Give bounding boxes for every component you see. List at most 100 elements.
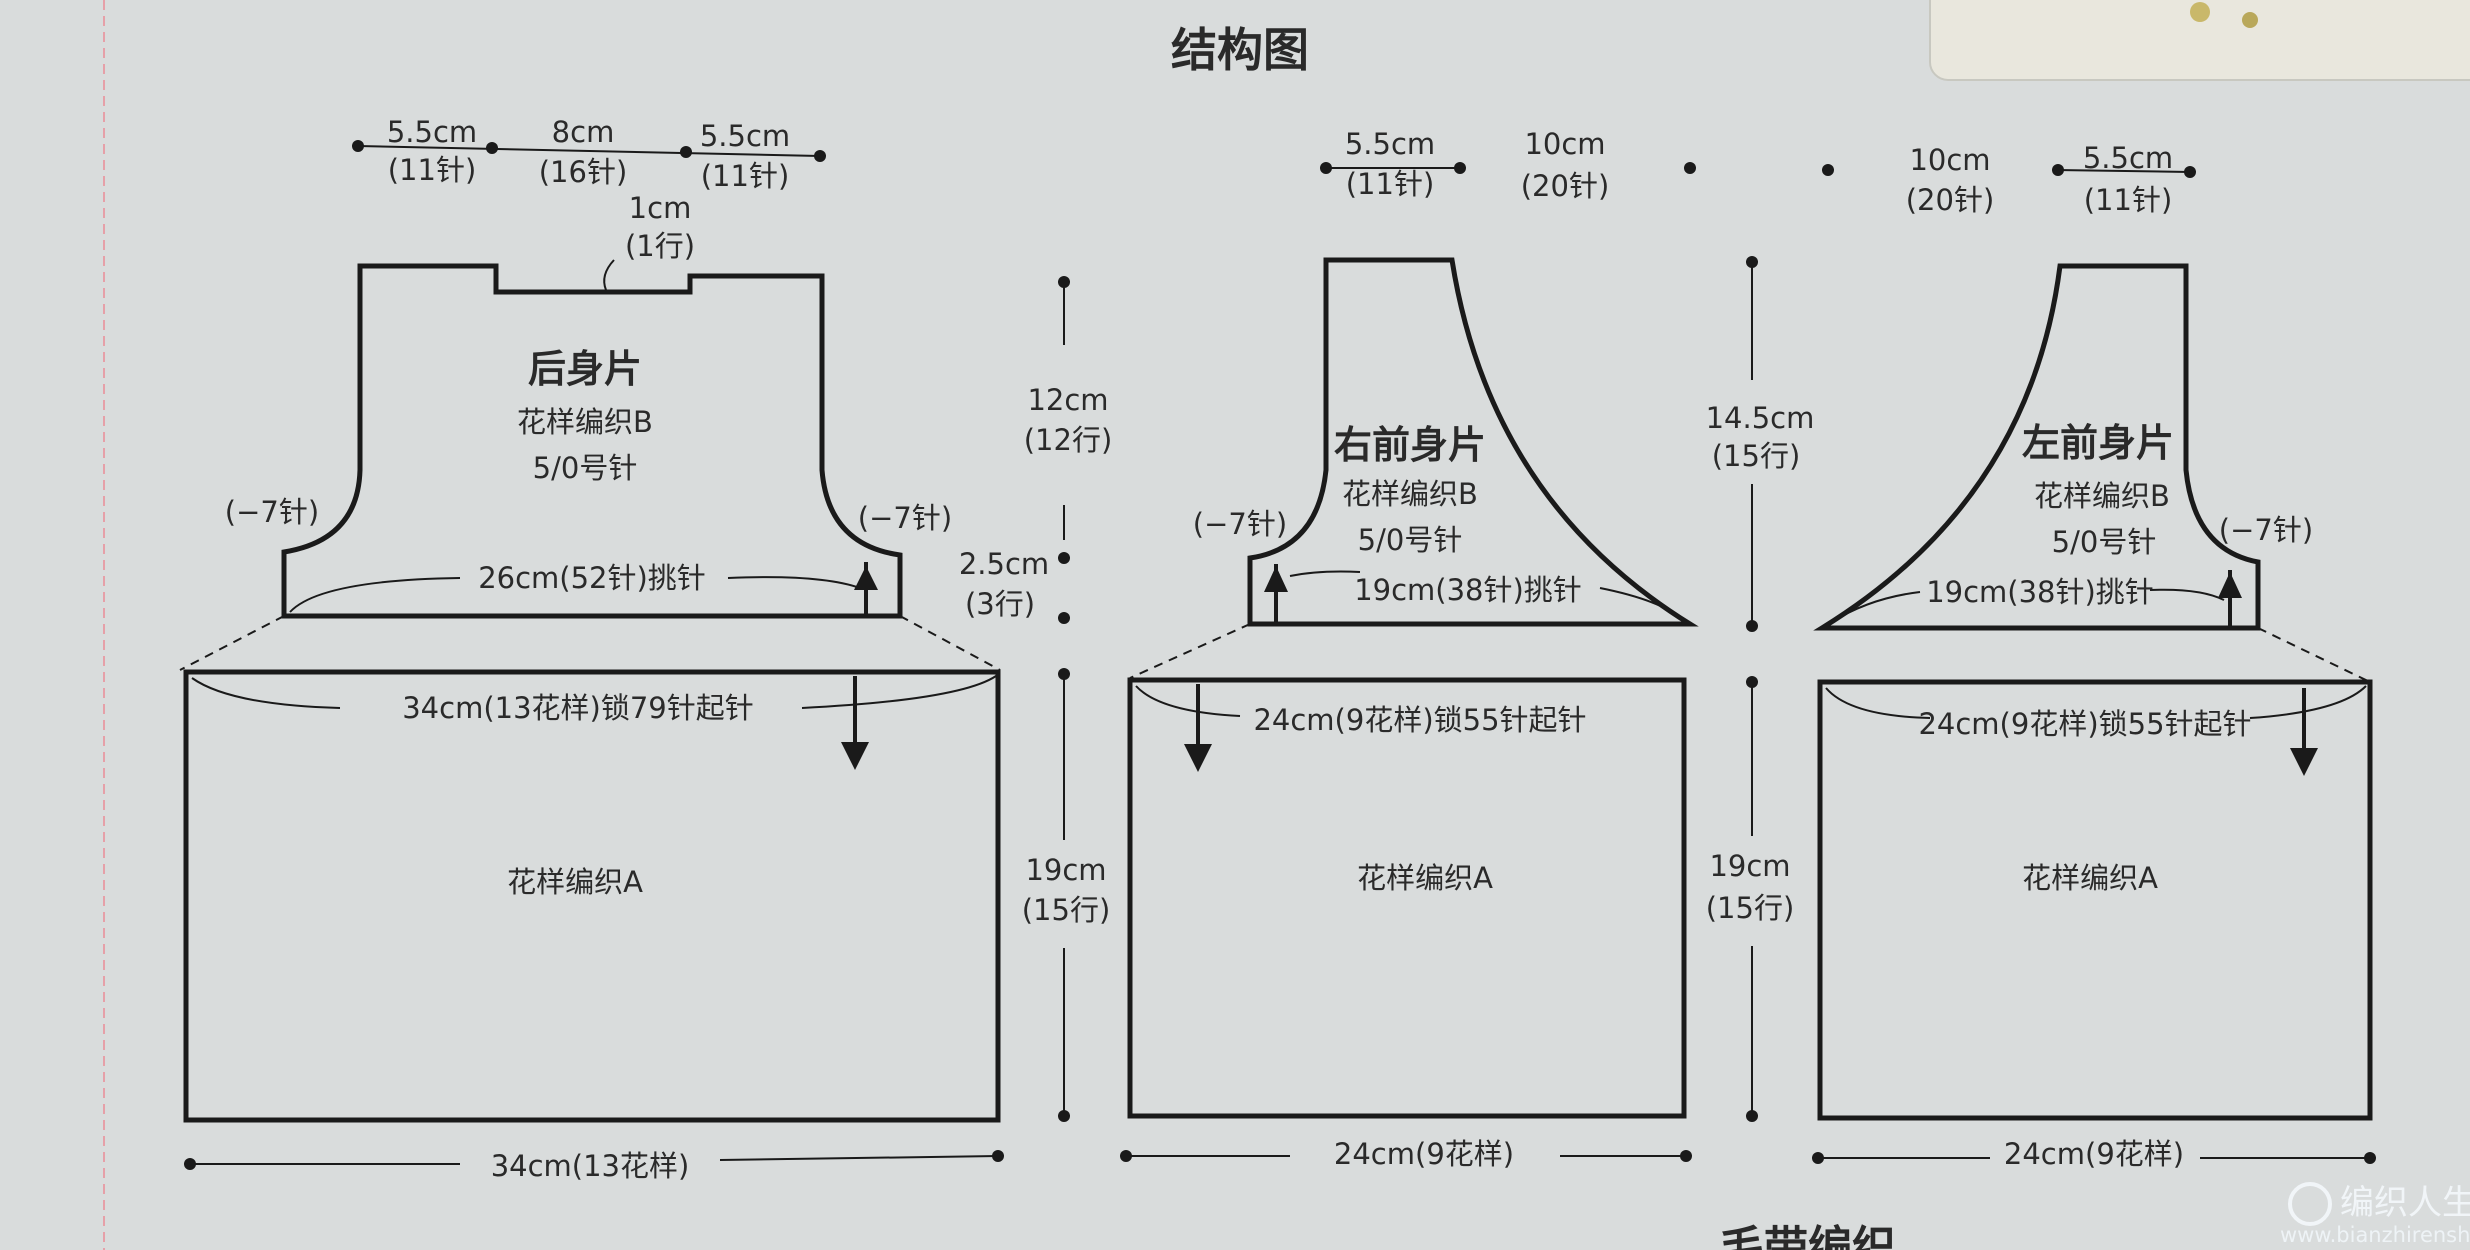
dim-label: 12cm	[1027, 383, 1108, 417]
pickup-label: 26cm(52针)挑针	[478, 561, 706, 595]
dim-dot	[352, 140, 364, 152]
right-front-yoke-outline	[1247, 257, 1699, 627]
piece-name: 后身片	[528, 347, 642, 391]
pattern-label: 花样编织B	[2034, 479, 2170, 513]
back-piece: 5.5cm (11针) 8cm (16针) 5.5cm (11针) 1cm (1…	[179, 115, 1004, 1183]
dim-label: (12行)	[1024, 423, 1113, 457]
start-curve	[1825, 687, 1931, 719]
watermark-text: 编织人生	[2340, 1183, 2470, 1223]
dashed-connector	[179, 615, 285, 671]
down-arrow-icon	[841, 742, 869, 770]
dim-line	[357, 145, 821, 157]
back-body-outline	[183, 669, 1001, 1123]
pickup-curve	[727, 576, 861, 589]
photo-detail	[2242, 12, 2258, 28]
dim-dot	[1746, 620, 1758, 632]
dim-dot	[1058, 612, 1070, 624]
needle-label: 5/0号针	[1358, 523, 1463, 557]
piece-name: 右前身片	[1334, 423, 1486, 467]
dim-label: 5.5cm	[387, 115, 477, 149]
site-watermark: 编织人生 www.bianzhirensheng.com	[2280, 1182, 2470, 1247]
dim-label: (3行)	[965, 587, 1035, 621]
dim-label: 2.5cm	[959, 547, 1049, 581]
dim-dot	[1746, 676, 1758, 688]
dim-dot	[680, 146, 692, 158]
dim-dot	[992, 1150, 1004, 1162]
up-arrow-icon	[854, 566, 878, 590]
pickup-curve	[1831, 591, 1921, 623]
dim-dot	[184, 1158, 196, 1170]
pickup-label: 19cm(38针)挑针	[1926, 575, 2154, 609]
pickup-curve	[1289, 570, 1361, 577]
start-label: 24cm(9花样)锁55针起针	[1918, 707, 2251, 741]
dim-dot	[2052, 164, 2064, 176]
start-curve	[2249, 685, 2367, 719]
left-front-yoke-outline	[1813, 263, 2261, 631]
decrease-label: (−7针)	[2219, 513, 2313, 547]
dim-label: 5.5cm	[700, 119, 790, 153]
dim-dot	[1454, 162, 1466, 174]
up-arrow-icon	[1264, 566, 1288, 592]
photo-detail	[2190, 2, 2210, 22]
dim-label: (11针)	[1346, 167, 1435, 201]
bottom-width-label: 34cm(13花样)	[491, 1149, 690, 1183]
right-height-dims: 14.5cm (15行) 19cm (15行)	[1706, 256, 1815, 1122]
neck-pointer	[603, 259, 615, 291]
pattern-a-label: 花样编织A	[507, 865, 643, 899]
dim-dot	[1746, 1110, 1758, 1122]
dim-label: 14.5cm	[1706, 401, 1815, 435]
back-yoke-outline	[281, 263, 903, 619]
dim-label: (20针)	[1521, 169, 1610, 203]
dim-label: 5.5cm	[1345, 127, 1435, 161]
pattern-label: 花样编织B	[517, 405, 653, 439]
dim-label: (15行)	[1022, 893, 1111, 927]
pickup-curve	[289, 577, 461, 613]
dim-label: 10cm	[1909, 143, 1990, 177]
dim-dot	[1320, 162, 1332, 174]
dim-dot	[486, 142, 498, 154]
watermark-logo-icon	[2288, 1182, 2332, 1226]
next-section-heading: 毛带编织	[1720, 1222, 1896, 1250]
pattern-label: 花样编织B	[1342, 477, 1478, 511]
dim-label: (11针)	[701, 159, 790, 193]
start-curve	[801, 675, 997, 709]
dim-dot	[1058, 276, 1070, 288]
dim-label: 19cm	[1025, 853, 1106, 887]
dim-dot	[1822, 164, 1834, 176]
middle-height-dims: 12cm (12行) 2.5cm (3行) 19cm (15行)	[959, 276, 1112, 1122]
dim-dot	[1058, 668, 1070, 680]
page-title: 结构图	[1171, 23, 1309, 77]
needle-label: 5/0号针	[2052, 525, 2157, 559]
dim-label: 10cm	[1524, 127, 1605, 161]
dim-dot	[1684, 162, 1696, 174]
up-arrow-icon	[2218, 572, 2242, 598]
decrease-label: (−7针)	[858, 501, 952, 535]
dashed-connector	[1129, 623, 1251, 679]
bottom-width-label: 24cm(9花样)	[2004, 1137, 2184, 1171]
left-front-body-outline	[1817, 679, 2373, 1121]
dim-label: 19cm	[1709, 849, 1790, 883]
watermark-url: www.bianzhirensheng.com	[2280, 1223, 2470, 1247]
dim-label: 8cm	[552, 115, 615, 149]
dim-dot	[1120, 1150, 1132, 1162]
dim-label: (11针)	[388, 153, 477, 187]
dim-dot	[1680, 1150, 1692, 1162]
dim-label: (16针)	[539, 155, 628, 189]
photo-thumbnail	[1929, 0, 2470, 81]
start-label: 24cm(9花样)锁55针起针	[1253, 703, 1586, 737]
needle-label: 5/0号针	[533, 451, 638, 485]
piece-name: 左前身片	[2022, 421, 2174, 465]
pattern-a-label: 花样编织A	[2022, 861, 2158, 895]
dim-dot	[1746, 256, 1758, 268]
dim-dot	[1058, 552, 1070, 564]
left-front-piece: 10cm (20针) 5.5cm (11针) 左前身片 花样编织B 5/0号针 …	[1812, 141, 2376, 1171]
pattern-a-label: 花样编织A	[1357, 861, 1493, 895]
dim-label: 5.5cm	[2083, 141, 2173, 175]
pickup-label: 19cm(38针)挑针	[1354, 573, 1582, 607]
decrease-label: (−7针)	[225, 495, 319, 529]
decrease-label: (−7针)	[1193, 507, 1287, 541]
start-label: 34cm(13花样)锁79针起针	[402, 691, 754, 725]
pickup-curve	[1599, 587, 1685, 621]
